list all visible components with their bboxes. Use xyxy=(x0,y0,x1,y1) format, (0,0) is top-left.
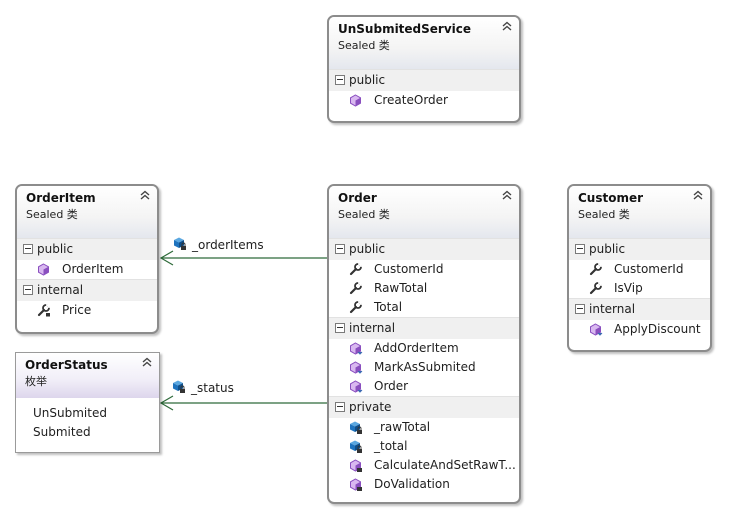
property-wrench-icon xyxy=(349,301,362,314)
property-wrench-icon xyxy=(349,282,362,295)
member-apply-discount[interactable]: ApplyDiscount xyxy=(569,320,710,339)
enum-stereotype: 枚举 xyxy=(25,375,47,388)
field-icon xyxy=(173,380,185,393)
collapse-section-icon[interactable] xyxy=(575,244,585,254)
class-name: Order xyxy=(338,191,377,205)
class-unsubmitted-service[interactable]: UnSubmitedService Sealed 类 public Create… xyxy=(327,15,521,123)
property-wrench-icon xyxy=(589,282,602,295)
section-internal[interactable]: internal xyxy=(17,279,157,301)
collapse-chevron-icon[interactable] xyxy=(142,357,152,367)
association-label-status[interactable]: _status xyxy=(171,379,234,397)
member-customer-id[interactable]: CustomerId xyxy=(329,260,519,279)
member-raw-total-field[interactable]: _rawTotal xyxy=(329,418,519,437)
class-header[interactable]: Order Sealed 类 xyxy=(329,186,519,238)
method-icon xyxy=(350,342,363,355)
section-public[interactable]: public xyxy=(17,238,157,260)
member-order-ctor[interactable]: Order xyxy=(329,377,519,396)
method-icon xyxy=(350,94,361,107)
collapse-section-icon[interactable] xyxy=(335,75,345,85)
association-label-orderitems[interactable]: _orderItems xyxy=(172,236,264,254)
collapse-chevron-icon[interactable] xyxy=(502,190,512,200)
section-internal[interactable]: internal xyxy=(329,317,519,339)
section-public[interactable]: public xyxy=(329,238,519,260)
member-total-field[interactable]: _total xyxy=(329,437,519,456)
method-icon xyxy=(350,459,362,472)
association-orderitems-line[interactable] xyxy=(159,250,328,266)
enum-value[interactable]: Submited xyxy=(33,425,91,439)
section-public[interactable]: public xyxy=(329,69,519,91)
property-wrench-icon xyxy=(349,263,362,276)
collapse-section-icon[interactable] xyxy=(335,244,345,254)
collapse-section-icon[interactable] xyxy=(335,323,345,333)
class-header[interactable]: Customer Sealed 类 xyxy=(569,186,710,238)
member-order-item-ctor[interactable]: OrderItem xyxy=(17,260,157,279)
method-icon xyxy=(350,478,362,491)
collapse-chevron-icon[interactable] xyxy=(140,190,150,200)
member-price[interactable]: Price xyxy=(17,301,157,320)
collapse-section-icon[interactable] xyxy=(335,402,345,412)
method-icon xyxy=(350,361,363,374)
section-internal[interactable]: internal xyxy=(569,298,710,320)
member-create-order[interactable]: CreateOrder xyxy=(329,91,519,110)
collapse-section-icon[interactable] xyxy=(23,285,33,295)
class-name: Customer xyxy=(578,191,644,205)
association-status-line[interactable] xyxy=(159,395,328,411)
member-is-vip[interactable]: IsVip xyxy=(569,279,710,298)
member-do-validation[interactable]: DoValidation xyxy=(329,475,519,494)
member-calculate-and-set-raw-total[interactable]: CalculateAndSetRawT... xyxy=(329,456,519,475)
method-icon xyxy=(590,323,603,336)
method-icon xyxy=(38,263,49,276)
section-private[interactable]: private xyxy=(329,396,519,418)
association-label-text: _orderItems xyxy=(192,238,264,252)
member-total[interactable]: Total xyxy=(329,298,519,317)
class-stereotype: Sealed 类 xyxy=(338,39,390,52)
class-name: UnSubmitedService xyxy=(338,22,472,36)
collapse-chevron-icon[interactable] xyxy=(693,190,703,200)
field-icon xyxy=(174,237,186,250)
field-icon xyxy=(350,440,362,453)
collapse-section-icon[interactable] xyxy=(575,304,585,314)
member-raw-total[interactable]: RawTotal xyxy=(329,279,519,298)
section-public[interactable]: public xyxy=(569,238,710,260)
property-wrench-icon xyxy=(589,263,602,276)
method-icon xyxy=(350,380,363,393)
collapse-chevron-icon[interactable] xyxy=(502,21,512,31)
class-header[interactable]: UnSubmitedService Sealed 类 xyxy=(329,17,519,69)
member-customer-id[interactable]: CustomerId xyxy=(569,260,710,279)
class-name: OrderItem xyxy=(26,191,96,205)
property-wrench-icon xyxy=(37,304,50,317)
enum-name: OrderStatus xyxy=(25,358,108,372)
class-customer[interactable]: Customer Sealed 类 public CustomerId IsVi… xyxy=(567,184,712,352)
member-add-order-item[interactable]: AddOrderItem xyxy=(329,339,519,358)
class-stereotype: Sealed 类 xyxy=(578,208,630,221)
enum-value[interactable]: UnSubmited xyxy=(33,406,107,420)
class-header[interactable]: OrderItem Sealed 类 xyxy=(17,186,157,238)
member-mark-as-submited[interactable]: MarkAsSubmited xyxy=(329,358,519,377)
association-label-text: _status xyxy=(191,381,234,395)
collapse-section-icon[interactable] xyxy=(23,244,33,254)
class-header[interactable]: OrderStatus 枚举 xyxy=(16,353,159,398)
class-stereotype: Sealed 类 xyxy=(338,208,390,221)
class-order[interactable]: Order Sealed 类 public CustomerId RawTota… xyxy=(327,184,521,504)
class-stereotype: Sealed 类 xyxy=(26,208,78,221)
class-order-item[interactable]: OrderItem Sealed 类 public OrderItem inte… xyxy=(15,184,159,334)
field-icon xyxy=(350,421,362,434)
enum-order-status[interactable]: OrderStatus 枚举 UnSubmited Submited xyxy=(15,352,160,453)
